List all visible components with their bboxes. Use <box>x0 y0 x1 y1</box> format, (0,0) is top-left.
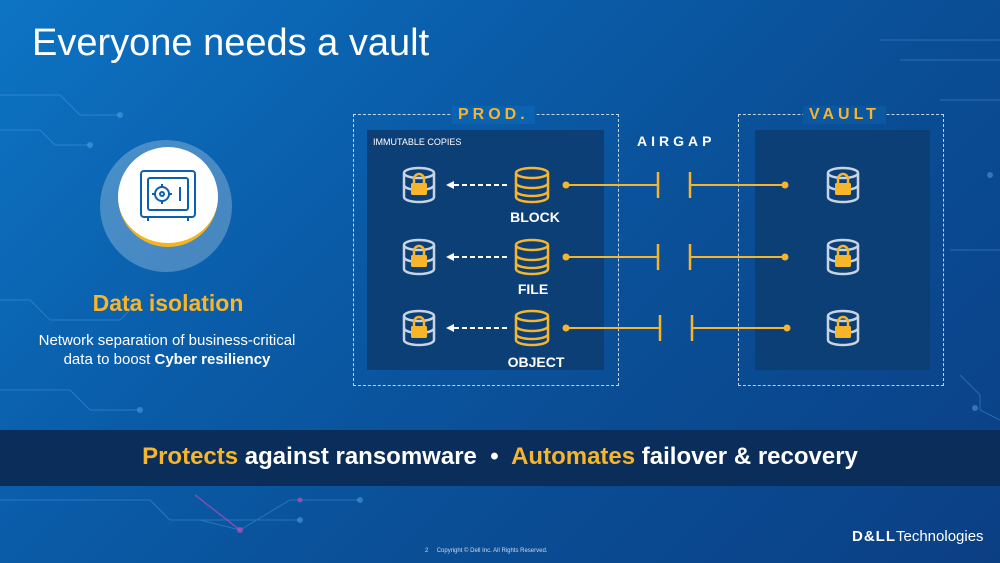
vault-copy-icon <box>826 166 860 204</box>
bullet-separator: • <box>476 443 512 470</box>
database-icon <box>514 238 550 276</box>
isolation-desc-line2: data to boost <box>63 351 155 368</box>
immutable-copy-icon <box>402 238 436 276</box>
benefit-2-highlight: Automates <box>511 443 636 470</box>
immutable-copy-icon <box>402 166 436 204</box>
isolation-heading: Data isolation <box>92 290 244 316</box>
benefit-1-text: against ransomware <box>238 443 477 470</box>
vault-copy-icon <box>826 309 860 347</box>
row-file <box>402 238 860 276</box>
isolation-desc-line1: Network separation of business-critical <box>38 332 296 349</box>
dell-technologies-logo: D&LLTechnologies <box>852 528 984 545</box>
vault-safe-icon <box>140 170 196 221</box>
isolation-icon-badge <box>118 147 218 247</box>
copyright: Copyright © Dell Inc. All Rights Reserve… <box>436 548 548 554</box>
arrow-left-icon <box>446 253 454 261</box>
immutable-copies-label: IMMUTABLE COPIES <box>373 137 462 147</box>
page-number: 2 <box>425 548 429 554</box>
benefit-2-text: failover & recovery <box>635 443 858 470</box>
benefit-1-highlight: Protects <box>142 443 239 470</box>
benefits-text: Protects against ransomware • Automates … <box>0 443 1000 471</box>
logo-technologies: Technologies <box>896 528 984 545</box>
prod-label: PROD. <box>452 106 535 124</box>
database-icon <box>514 166 550 204</box>
data-type-object: OBJECT <box>507 354 565 370</box>
arrow-left-icon <box>446 324 454 332</box>
slide-title: Everyone needs a vault <box>32 22 430 64</box>
benefits-banner <box>0 430 1000 486</box>
vault-label: VAULT <box>803 106 886 124</box>
row-block <box>402 166 860 204</box>
row-object <box>402 309 860 347</box>
data-type-block: BLOCK <box>510 209 560 225</box>
airgap-label: AIRGAP <box>637 133 716 149</box>
footer: 2 Copyright © Dell Inc. All Rights Reser… <box>425 548 548 554</box>
isolation-description: Network separation of business-critical … <box>18 331 316 369</box>
immutable-copy-icon <box>402 309 436 347</box>
arrow-left-icon <box>446 181 454 189</box>
vault-copy-icon <box>826 238 860 276</box>
isolation-desc-emphasis: Cyber resiliency <box>154 351 271 368</box>
logo-dell: D&LL <box>852 528 896 545</box>
database-icon <box>514 309 550 347</box>
data-type-file: FILE <box>517 281 549 297</box>
